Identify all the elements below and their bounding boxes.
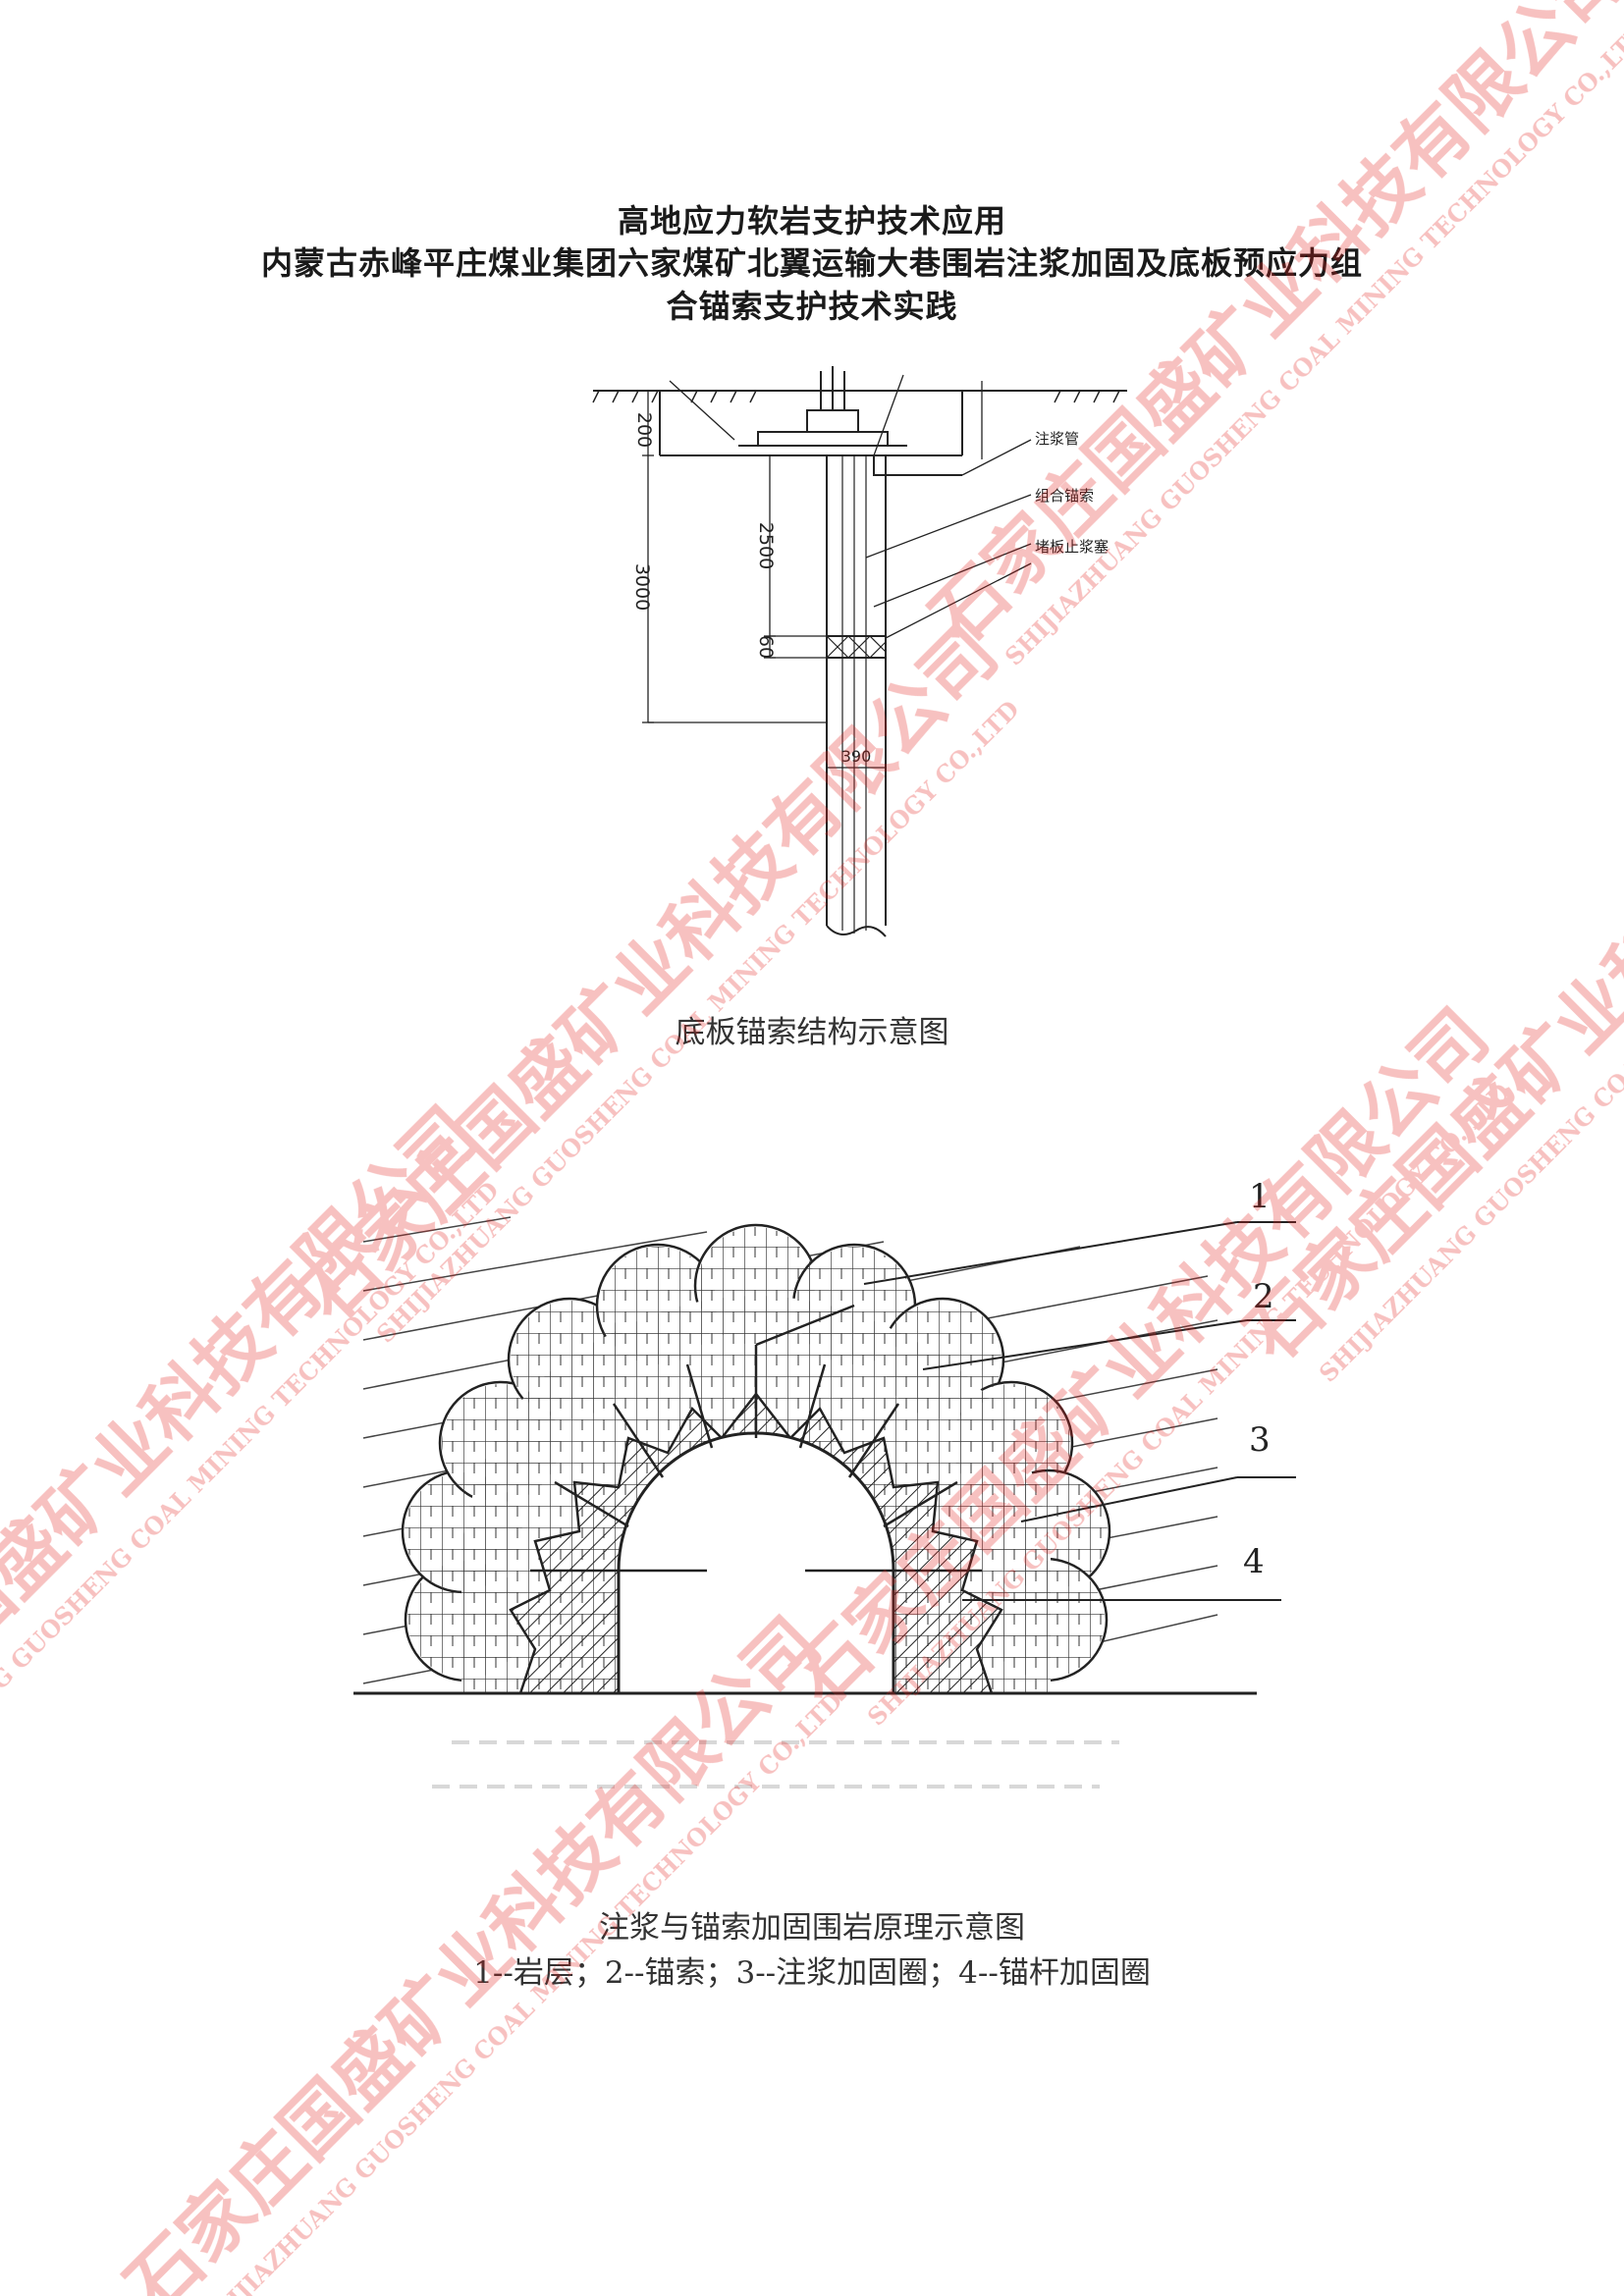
figure2-caption-line-2: 1--岩层；2--锚索；3--注浆加固圈；4--锚杆加固圈: [473, 1955, 1151, 1991]
label-grout-pipe: 注浆管: [1035, 430, 1079, 448]
dim-200: 200: [633, 412, 655, 448]
doc-title-line-1: 高地应力软岩支护技术应用: [617, 202, 1006, 240]
figure1-caption: 底板锚索结构示意图: [675, 1015, 949, 1050]
callout-2: 2: [1253, 1277, 1274, 1316]
doc-title-line-2: 内蒙古赤峰平庄煤业集团六家煤矿北翼运输大巷围岩注浆加固及底板预应力组: [260, 244, 1363, 282]
dim-60: 60: [755, 635, 777, 659]
dim-3000: 3000: [631, 563, 653, 611]
dim-2500: 2500: [755, 522, 777, 569]
label-combined-cable: 组合锚索: [1035, 487, 1094, 505]
figure2-caption-line-1: 注浆与锚索加固围岩原理示意图: [599, 1910, 1025, 1946]
callout-3: 3: [1249, 1420, 1271, 1460]
figure-reinforcement-principle: 1 2 3 4: [353, 1177, 1296, 1789]
callout-4: 4: [1243, 1542, 1265, 1581]
label-stop-plug: 堵板止浆塞: [1035, 538, 1109, 556]
dim-390: 390: [841, 747, 872, 766]
figure-anchor-structure: 200 3000 2500 60 390 注浆管 组合锚索 堵板止浆塞: [592, 366, 1127, 937]
doc-title-line-3: 合锚索支护技术实践: [666, 288, 958, 325]
watermark-text-en: SHIJIAZHUANG GUOSHENG COAL MINING TECHNO…: [1314, 734, 1624, 1388]
callout-1: 1: [1249, 1177, 1271, 1216]
